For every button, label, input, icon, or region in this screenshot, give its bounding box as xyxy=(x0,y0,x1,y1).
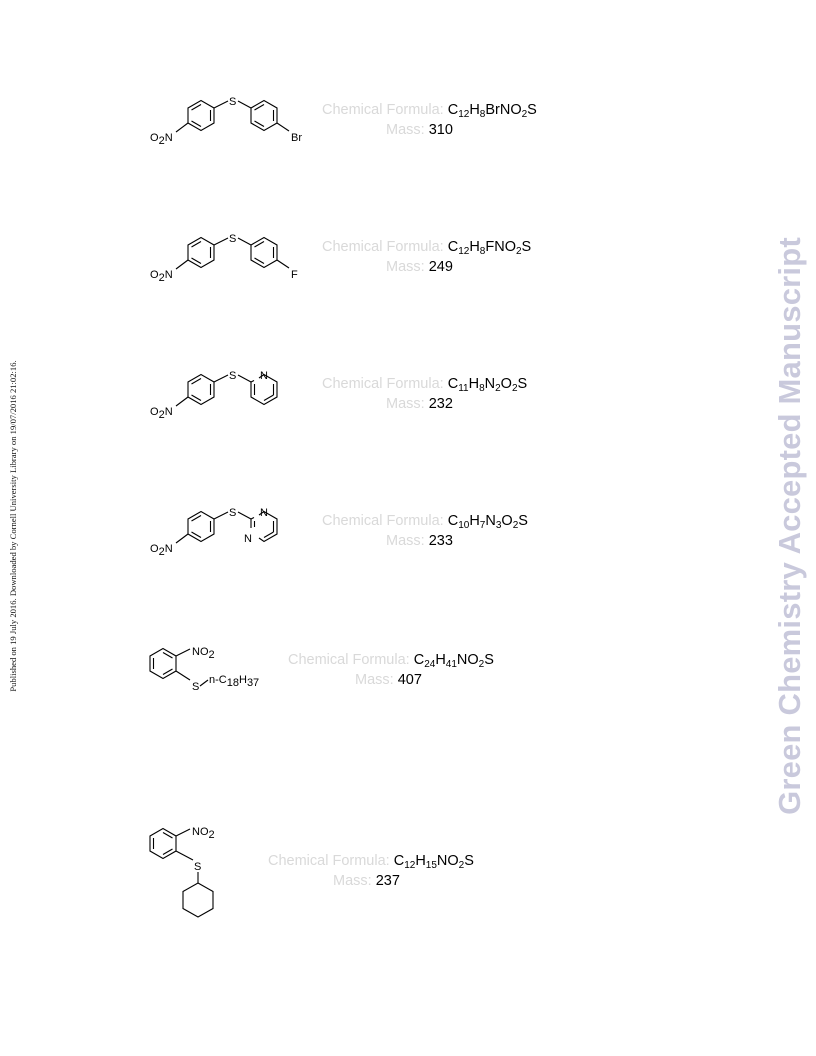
sulfur-label: S xyxy=(229,96,236,108)
mass-value: 237 xyxy=(375,873,400,889)
compound-info-6: Chemical Formula: C12H15NO2S Mass: 237 xyxy=(268,851,474,891)
pyrimidine-n1-label: N xyxy=(260,507,268,519)
mass-value: 310 xyxy=(428,122,453,138)
formula-label: Chemical Formula: xyxy=(268,853,390,869)
sulfur-label: S xyxy=(229,507,236,519)
structure-3: O2N S N xyxy=(148,366,313,426)
structure-5-svg: NO2 S n-C18H37 xyxy=(149,646,259,693)
sulfur-label: S xyxy=(194,861,201,873)
mass-row: Mass: 249 xyxy=(322,257,531,277)
compound-info-2: Chemical Formula: C12H8FNO2S Mass: 249 xyxy=(322,237,531,277)
structure-4-svg: O2N S N N xyxy=(150,507,278,558)
mass-label: Mass: xyxy=(386,533,425,549)
structure-5: NO2 S n-C18H37 xyxy=(146,640,276,700)
mass-row: Mass: 237 xyxy=(268,871,474,891)
formula-value: C11H8N2O2S xyxy=(447,376,528,394)
journal-watermark: Green Chemistry Accepted Manuscript xyxy=(772,237,807,815)
compound-info-4: Chemical Formula: C10H7N3O2S Mass: 233 xyxy=(322,511,528,551)
bromine-label: Br xyxy=(291,132,302,144)
structure-3-svg: O2N S N xyxy=(150,370,278,421)
mass-row: Mass: 407 xyxy=(288,670,494,690)
mass-row: Mass: 233 xyxy=(322,531,528,551)
mass-row: Mass: 310 xyxy=(322,120,537,140)
formula-label: Chemical Formula: xyxy=(288,652,410,668)
publication-note: Published on 19 July 2016. Downloaded by… xyxy=(8,360,18,692)
nitro-group-label: NO2 xyxy=(192,826,215,841)
formula-row: Chemical Formula: C12H8FNO2S xyxy=(322,237,531,257)
structure-1-svg: O2N S Br xyxy=(150,96,302,147)
mass-label: Mass: xyxy=(333,873,372,889)
nitro-group-label: O2N xyxy=(150,543,173,558)
mass-value: 232 xyxy=(428,396,453,412)
formula-row: Chemical Formula: C12H15NO2S xyxy=(268,851,474,871)
formula-row: Chemical Formula: C10H7N3O2S xyxy=(322,511,528,531)
fluorine-label: F xyxy=(291,269,298,281)
mass-label: Mass: xyxy=(386,396,425,412)
pyridine-n-label: N xyxy=(260,370,268,382)
mass-value: 249 xyxy=(428,259,453,275)
structure-4: O2N S N N xyxy=(148,503,313,563)
sulfur-label: S xyxy=(192,681,199,693)
formula-row: Chemical Formula: C12H8BrNO2S xyxy=(322,100,537,120)
mass-value: 407 xyxy=(397,672,422,688)
formula-label: Chemical Formula: xyxy=(322,239,444,255)
mass-label: Mass: xyxy=(386,122,425,138)
formula-value: C24H41NO2S xyxy=(413,652,494,670)
formula-row: Chemical Formula: C11H8N2O2S xyxy=(322,374,527,394)
mass-value: 233 xyxy=(428,533,453,549)
compound-info-1: Chemical Formula: C12H8BrNO2S Mass: 310 xyxy=(322,100,537,140)
formula-value: C12H8FNO2S xyxy=(447,239,532,257)
structure-6: NO2 S xyxy=(146,820,256,925)
nitro-group-label: O2N xyxy=(150,406,173,421)
formula-value: C10H7N3O2S xyxy=(447,513,528,531)
nitro-group-label: O2N xyxy=(150,132,173,147)
pyrimidine-n2-label: N xyxy=(244,533,252,545)
formula-label: Chemical Formula: xyxy=(322,513,444,529)
structure-1: O2N S Br xyxy=(148,92,313,152)
formula-label: Chemical Formula: xyxy=(322,376,444,392)
formula-label: Chemical Formula: xyxy=(322,102,444,118)
side-note-wrap: Published on 19 July 2016. Downloaded by… xyxy=(0,0,26,1056)
octadecyl-chain-label: n-C18H37 xyxy=(209,674,259,689)
nitro-group-label: NO2 xyxy=(192,646,215,661)
nitro-group-label: O2N xyxy=(150,269,173,284)
formula-value: C12H8BrNO2S xyxy=(447,102,537,120)
compound-info-3: Chemical Formula: C11H8N2O2S Mass: 232 xyxy=(322,374,527,414)
structure-6-svg: NO2 S xyxy=(149,826,215,918)
compound-info-5: Chemical Formula: C24H41NO2S Mass: 407 xyxy=(288,650,494,690)
mass-label: Mass: xyxy=(386,259,425,275)
sulfur-label: S xyxy=(229,370,236,382)
structure-2-svg: O2N S F xyxy=(150,233,298,284)
mass-row: Mass: 232 xyxy=(322,394,527,414)
formula-value: C12H15NO2S xyxy=(393,853,474,871)
structure-2: O2N S F xyxy=(148,229,313,289)
mass-label: Mass: xyxy=(355,672,394,688)
sulfur-label: S xyxy=(229,233,236,245)
formula-row: Chemical Formula: C24H41NO2S xyxy=(288,650,494,670)
